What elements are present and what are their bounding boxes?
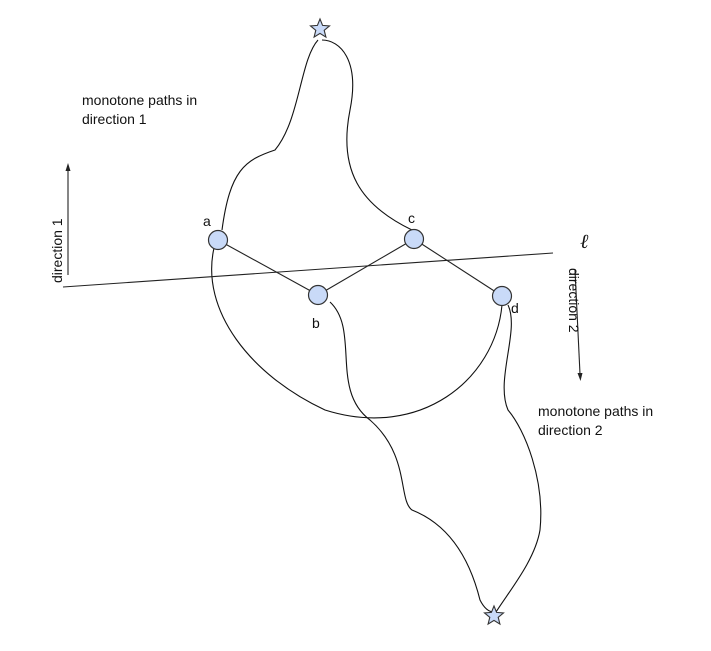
node-d	[491, 285, 513, 307]
node-a	[207, 229, 229, 251]
line-label: ℓ	[580, 229, 589, 253]
paths2-label-line2: direction 2	[538, 422, 603, 438]
paths2-label-line1: monotone paths in	[538, 403, 653, 419]
node-b	[307, 284, 329, 306]
edge-b-c	[317, 238, 415, 296]
path-d-to-bottom-star	[495, 304, 542, 613]
direction2-arrow	[574, 269, 583, 381]
path-top-star-to-c	[321, 39, 413, 231]
path-top-star-to-a	[221, 39, 319, 231]
node-label-c: c	[408, 210, 415, 226]
line-ell	[62, 252, 554, 288]
direction1-arrow	[65, 163, 71, 275]
path-b-to-bottom-star	[329, 301, 495, 613]
node-label-d: d	[511, 300, 519, 316]
paths1-label-line1: monotone paths in	[82, 92, 197, 108]
bottom-star-icon	[483, 604, 505, 626]
node-label-b: b	[312, 315, 320, 331]
edge-a-b	[217, 239, 319, 296]
direction2-label: direction 2	[566, 268, 582, 333]
top-star-icon	[309, 17, 331, 39]
node-label-a: a	[203, 213, 211, 229]
edge-c-d	[413, 238, 503, 297]
paths1-label-line2: direction 1	[82, 111, 147, 127]
node-c	[403, 228, 425, 250]
direction1-label: direction 1	[49, 218, 65, 283]
path-a-around-to-d	[211, 247, 503, 419]
